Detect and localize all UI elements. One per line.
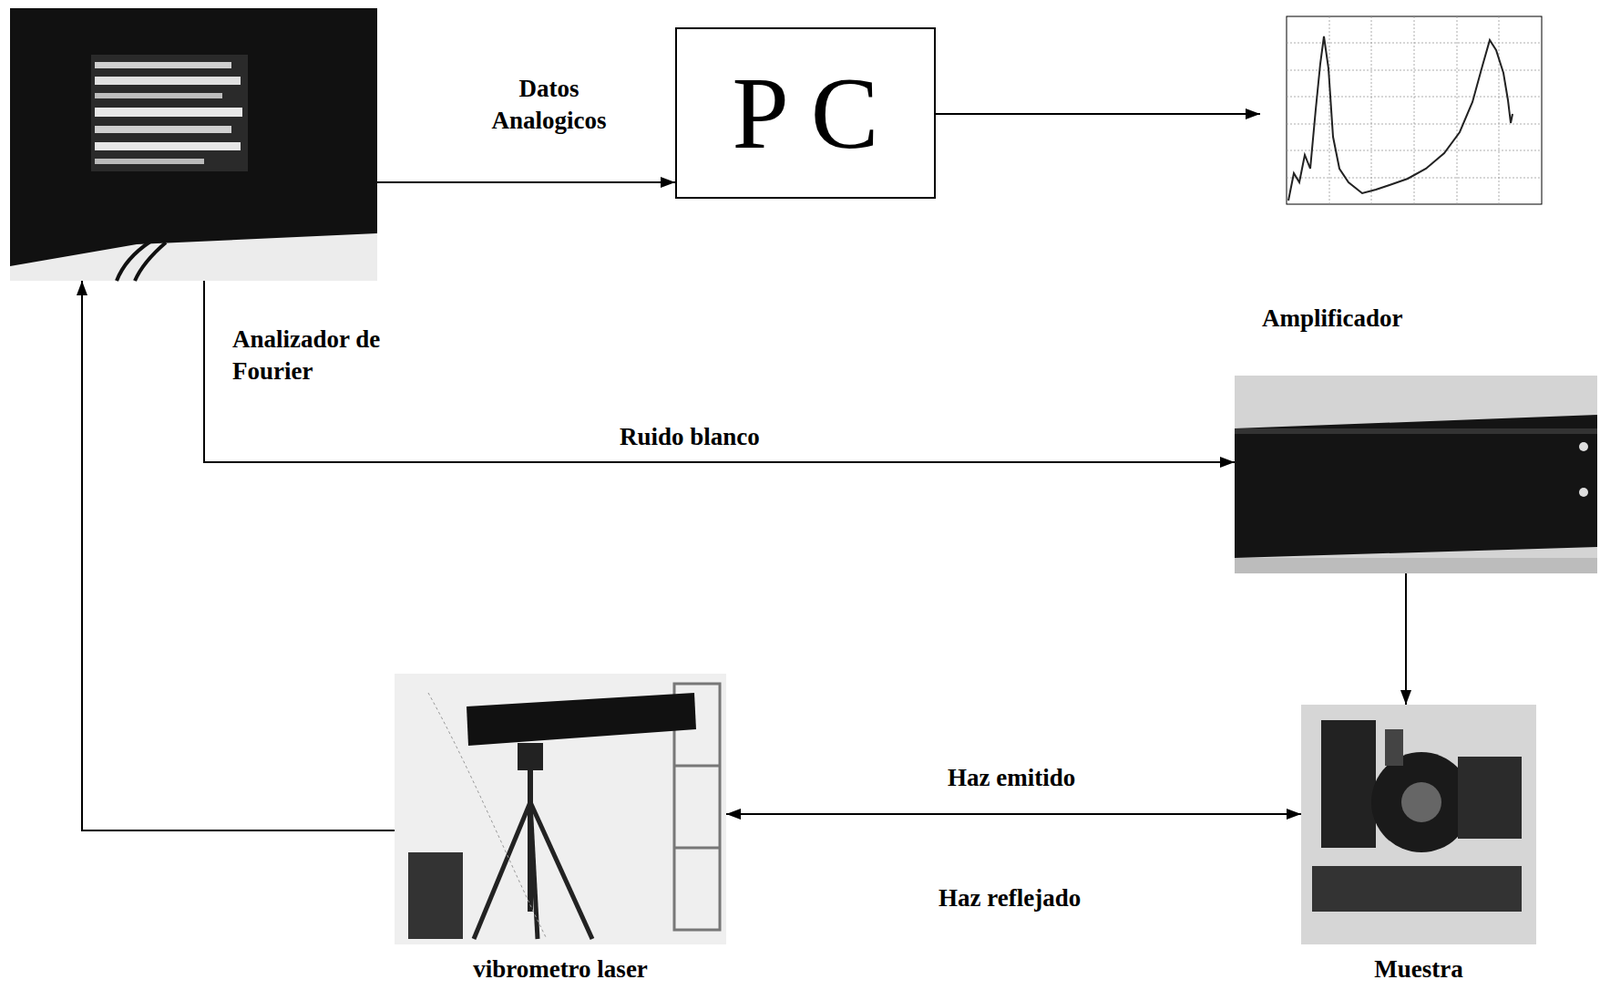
edge-label: Datos Analogicos [469, 72, 629, 137]
vibrometer-photo [394, 673, 727, 944]
analyzer-node: Analizador de Fourier [10, 8, 378, 281]
box-title: P C [732, 61, 880, 165]
edge-label: Ruido blanco [619, 420, 802, 453]
flow-arrow [726, 812, 1302, 815]
sample-photo [1301, 704, 1537, 944]
edge-label: Haz emitido [947, 761, 1130, 794]
amplifier-node: Amplificador [1234, 375, 1598, 574]
amplifier-photo [1234, 375, 1598, 574]
spectrum-plot [1260, 5, 1551, 230]
flow-arrow [1405, 573, 1407, 705]
free-label: Haz reflejado [938, 882, 1139, 914]
node-caption: vibrometro laser [394, 953, 727, 985]
sample-node: Muestra [1301, 704, 1537, 944]
plot-node [1260, 5, 1551, 230]
analyzer-photo [10, 8, 378, 281]
node-caption: Muestra [1301, 953, 1537, 985]
node-caption: Analizador de Fourier [232, 323, 388, 388]
pc-box: P C [675, 27, 936, 199]
flow-arrow [204, 280, 1235, 462]
node-caption: Amplificador [1261, 302, 1463, 335]
flow-arrow [935, 112, 1261, 115]
flow-arrow [377, 181, 676, 184]
vibrometer-node: vibrometro laser [394, 673, 727, 944]
flow-arrow [82, 280, 395, 831]
